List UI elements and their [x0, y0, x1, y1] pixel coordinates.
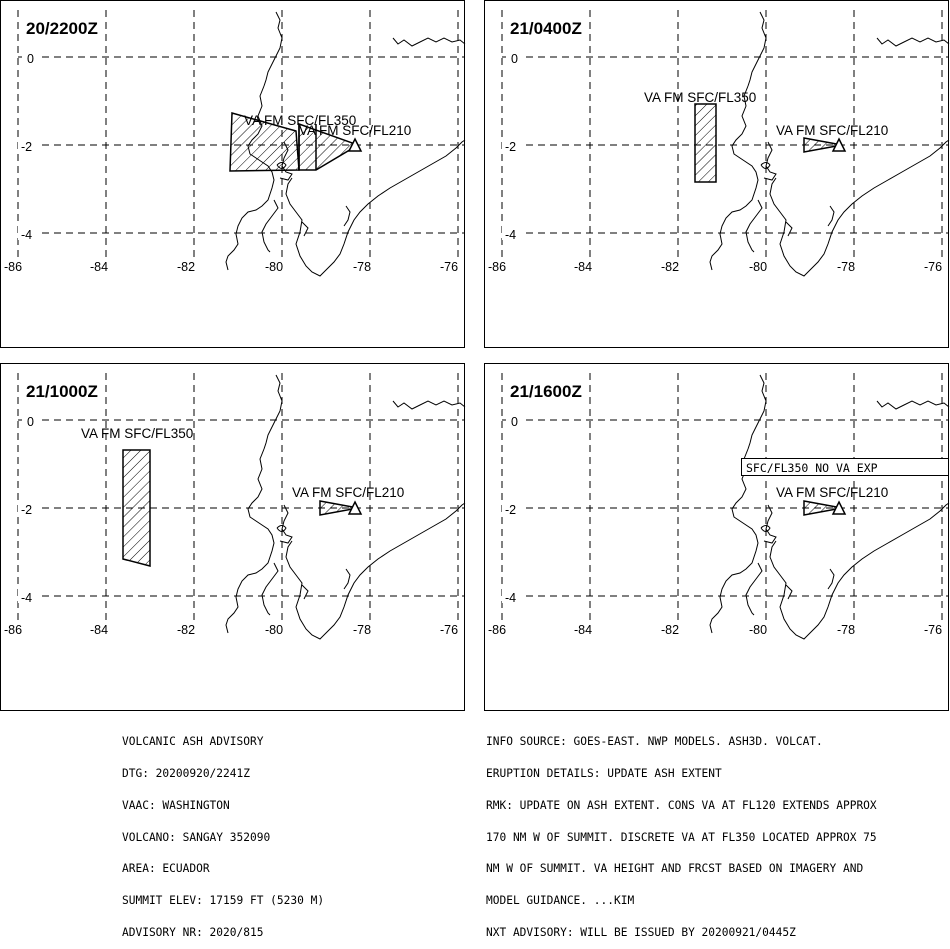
advisory-line: VOLCANIC ASH ADVISORY: [122, 735, 264, 749]
lon-tick: -76: [924, 623, 942, 637]
ash-area-fl350: [694, 103, 717, 183]
lat-tick-minus4: -4: [505, 228, 516, 242]
ash-label: VA FM SFC/FL350: [244, 113, 356, 128]
panel-time: 20/2200Z: [26, 19, 98, 38]
lon-tick: -78: [837, 623, 855, 637]
lat-tick-minus4: -4: [21, 591, 32, 605]
lon-tick: -84: [90, 260, 108, 274]
lon-tick: -76: [440, 260, 458, 274]
lon-tick: -84: [574, 623, 592, 637]
lat-tick-minus2: -2: [21, 140, 32, 154]
advisory-line: NM W OF SUMMIT. VA HEIGHT AND FRCST BASE…: [486, 862, 864, 876]
note-box: [741, 458, 949, 476]
lon-tick: -82: [177, 623, 195, 637]
volcano-triangle-icon: [831, 137, 847, 152]
panel-frame-3: [0, 363, 465, 711]
lon-tick: -84: [574, 260, 592, 274]
ash-label: VA FM SFC/FL350: [644, 90, 756, 105]
advisory-line: ERUPTION DETAILS: UPDATE ASH EXTENT: [486, 766, 722, 780]
lat-tick-0: 0: [511, 52, 518, 66]
panel-time: 21/1000Z: [26, 382, 98, 401]
grid: [17, 10, 465, 258]
lon-tick: -82: [177, 260, 195, 274]
volcano-triangle-icon: [347, 137, 363, 152]
forecast-panel-1: 0 -2 -4 -86 -84 -82 -80 -78 -76 20/2200Z…: [4, 10, 466, 277]
lat-tick-minus4: -4: [505, 591, 516, 605]
ash-label: VA FM SFC/FL350: [81, 426, 193, 441]
ash-area-fl210: [803, 500, 843, 516]
panel-frame-1: [0, 0, 465, 348]
volcano-triangle-icon: [347, 500, 363, 515]
lon-tick: -80: [749, 260, 767, 274]
advisory-details-block: INFO SOURCE: GOES-EAST. NWP MODELS. ASH3…: [486, 716, 877, 949]
advisory-line: VAAC: WASHINGTON: [122, 798, 230, 812]
lon-tick: -82: [661, 623, 679, 637]
lon-tick: -84: [90, 623, 108, 637]
lon-tick: -86: [4, 260, 22, 274]
lon-tick: -78: [353, 260, 371, 274]
lon-tick: -82: [661, 260, 679, 274]
advisory-line: ADVISORY NR: 2020/815: [122, 925, 264, 939]
advisory-line: AREA: ECUADOR: [122, 862, 210, 876]
ash-area-fl350: [122, 449, 151, 567]
lon-tick: -80: [265, 623, 283, 637]
ash-area-fl210: [803, 137, 843, 153]
grid: [501, 373, 949, 621]
advisory-line: NXT ADVISORY: WILL BE ISSUED BY 20200921…: [486, 925, 796, 939]
lon-tick: -86: [488, 260, 506, 274]
forecast-panel-3: 0 -2 -4 -86 -84 -82 -80 -78 -76 21/1000Z…: [4, 373, 466, 640]
advisory-line: DTG: 20200920/2241Z: [122, 766, 250, 780]
ash-label: VA FM SFC/FL210: [292, 485, 404, 500]
panel-frame-2: [484, 0, 949, 348]
forecast-panel-2: 0 -2 -4 -86 -84 -82 -80 -78 -76 21/0400Z…: [488, 10, 950, 277]
lon-tick: -76: [440, 623, 458, 637]
lon-tick: -80: [265, 260, 283, 274]
lon-tick: -80: [749, 623, 767, 637]
panel-time: 21/1600Z: [510, 382, 582, 401]
lon-tick: -86: [4, 623, 22, 637]
lat-tick-minus2: -2: [505, 503, 516, 517]
lon-tick: -78: [837, 260, 855, 274]
volcano-triangle-icon: [831, 500, 847, 515]
lon-tick: -86: [488, 623, 506, 637]
advisory-line: SUMMIT ELEV: 17159 FT (5230 M): [122, 894, 325, 908]
lat-tick-minus2: -2: [505, 140, 516, 154]
advisory-line: 170 NM W OF SUMMIT. DISCRETE VA AT FL350…: [486, 830, 877, 844]
ash-label: VA FM SFC/FL210: [776, 485, 888, 500]
grid: [501, 10, 949, 258]
panel-frame-4: [484, 363, 949, 711]
advisory-line: VOLCANO: SANGAY 352090: [122, 830, 271, 844]
advisory-line: INFO SOURCE: GOES-EAST. NWP MODELS. ASH3…: [486, 735, 823, 749]
advisory-map-canvas: 0 -2 -4 -86 -84 -82 -80 -78 -76 20/2200Z…: [0, 0, 950, 711]
ash-label: VA FM SFC/FL210: [776, 123, 888, 138]
lat-tick-0: 0: [27, 415, 34, 429]
forecast-panel-4: 0 -2 -4 -86 -84 -82 -80 -78 -76 21/1600Z…: [488, 373, 950, 640]
advisory-line: MODEL GUIDANCE. ...KIM: [486, 894, 635, 908]
advisory-line: RMK: UPDATE ON ASH EXTENT. CONS VA AT FL…: [486, 798, 877, 812]
grid: [17, 373, 465, 621]
lon-tick: -78: [353, 623, 371, 637]
lat-tick-minus2: -2: [21, 503, 32, 517]
panel-time: 21/0400Z: [510, 19, 582, 38]
lat-tick-0: 0: [27, 52, 34, 66]
ash-area-fl210: [319, 500, 359, 516]
lon-tick: -76: [924, 260, 942, 274]
lat-tick-0: 0: [511, 415, 518, 429]
advisory-header-block: VOLCANIC ASH ADVISORY DTG: 20200920/2241…: [122, 716, 324, 949]
ash-label: VA FM SFC/FL210: [299, 123, 411, 138]
no-va-note: SFC/FL350 NO VA EXP: [746, 461, 878, 475]
lat-tick-minus4: -4: [21, 228, 32, 242]
